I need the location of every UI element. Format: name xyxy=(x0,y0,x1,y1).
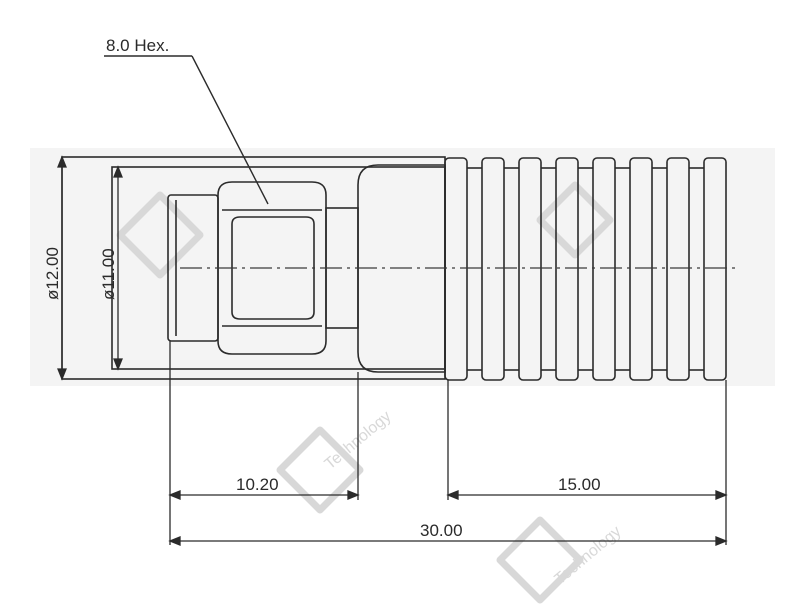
hex-callout xyxy=(104,55,269,205)
hex-nut xyxy=(217,181,327,355)
boot-rib xyxy=(481,157,505,381)
total-length-label: 30.00 xyxy=(420,521,463,540)
boot-rib xyxy=(555,157,579,381)
boot-length-label: 15.00 xyxy=(558,475,601,494)
boot-rib xyxy=(518,157,542,381)
boot-rib xyxy=(666,157,690,381)
hex-callout-label: 8.0 Hex. xyxy=(106,36,169,55)
length-dimensions xyxy=(168,341,728,546)
hex-length-label: 10.20 xyxy=(236,475,279,494)
background-band xyxy=(30,148,775,386)
watermark-label: Technology xyxy=(552,523,625,588)
boot-rib xyxy=(444,157,468,381)
connector-outline xyxy=(61,156,727,381)
watermark xyxy=(116,181,614,604)
boot-rib xyxy=(592,157,616,381)
boot-rib xyxy=(703,157,727,381)
boot-rib xyxy=(629,157,653,381)
outer-diameter-label: ø12.00 xyxy=(43,247,62,300)
inner-diameter-label: ø11.00 xyxy=(99,248,118,300)
diameter-dimensions xyxy=(57,155,123,381)
